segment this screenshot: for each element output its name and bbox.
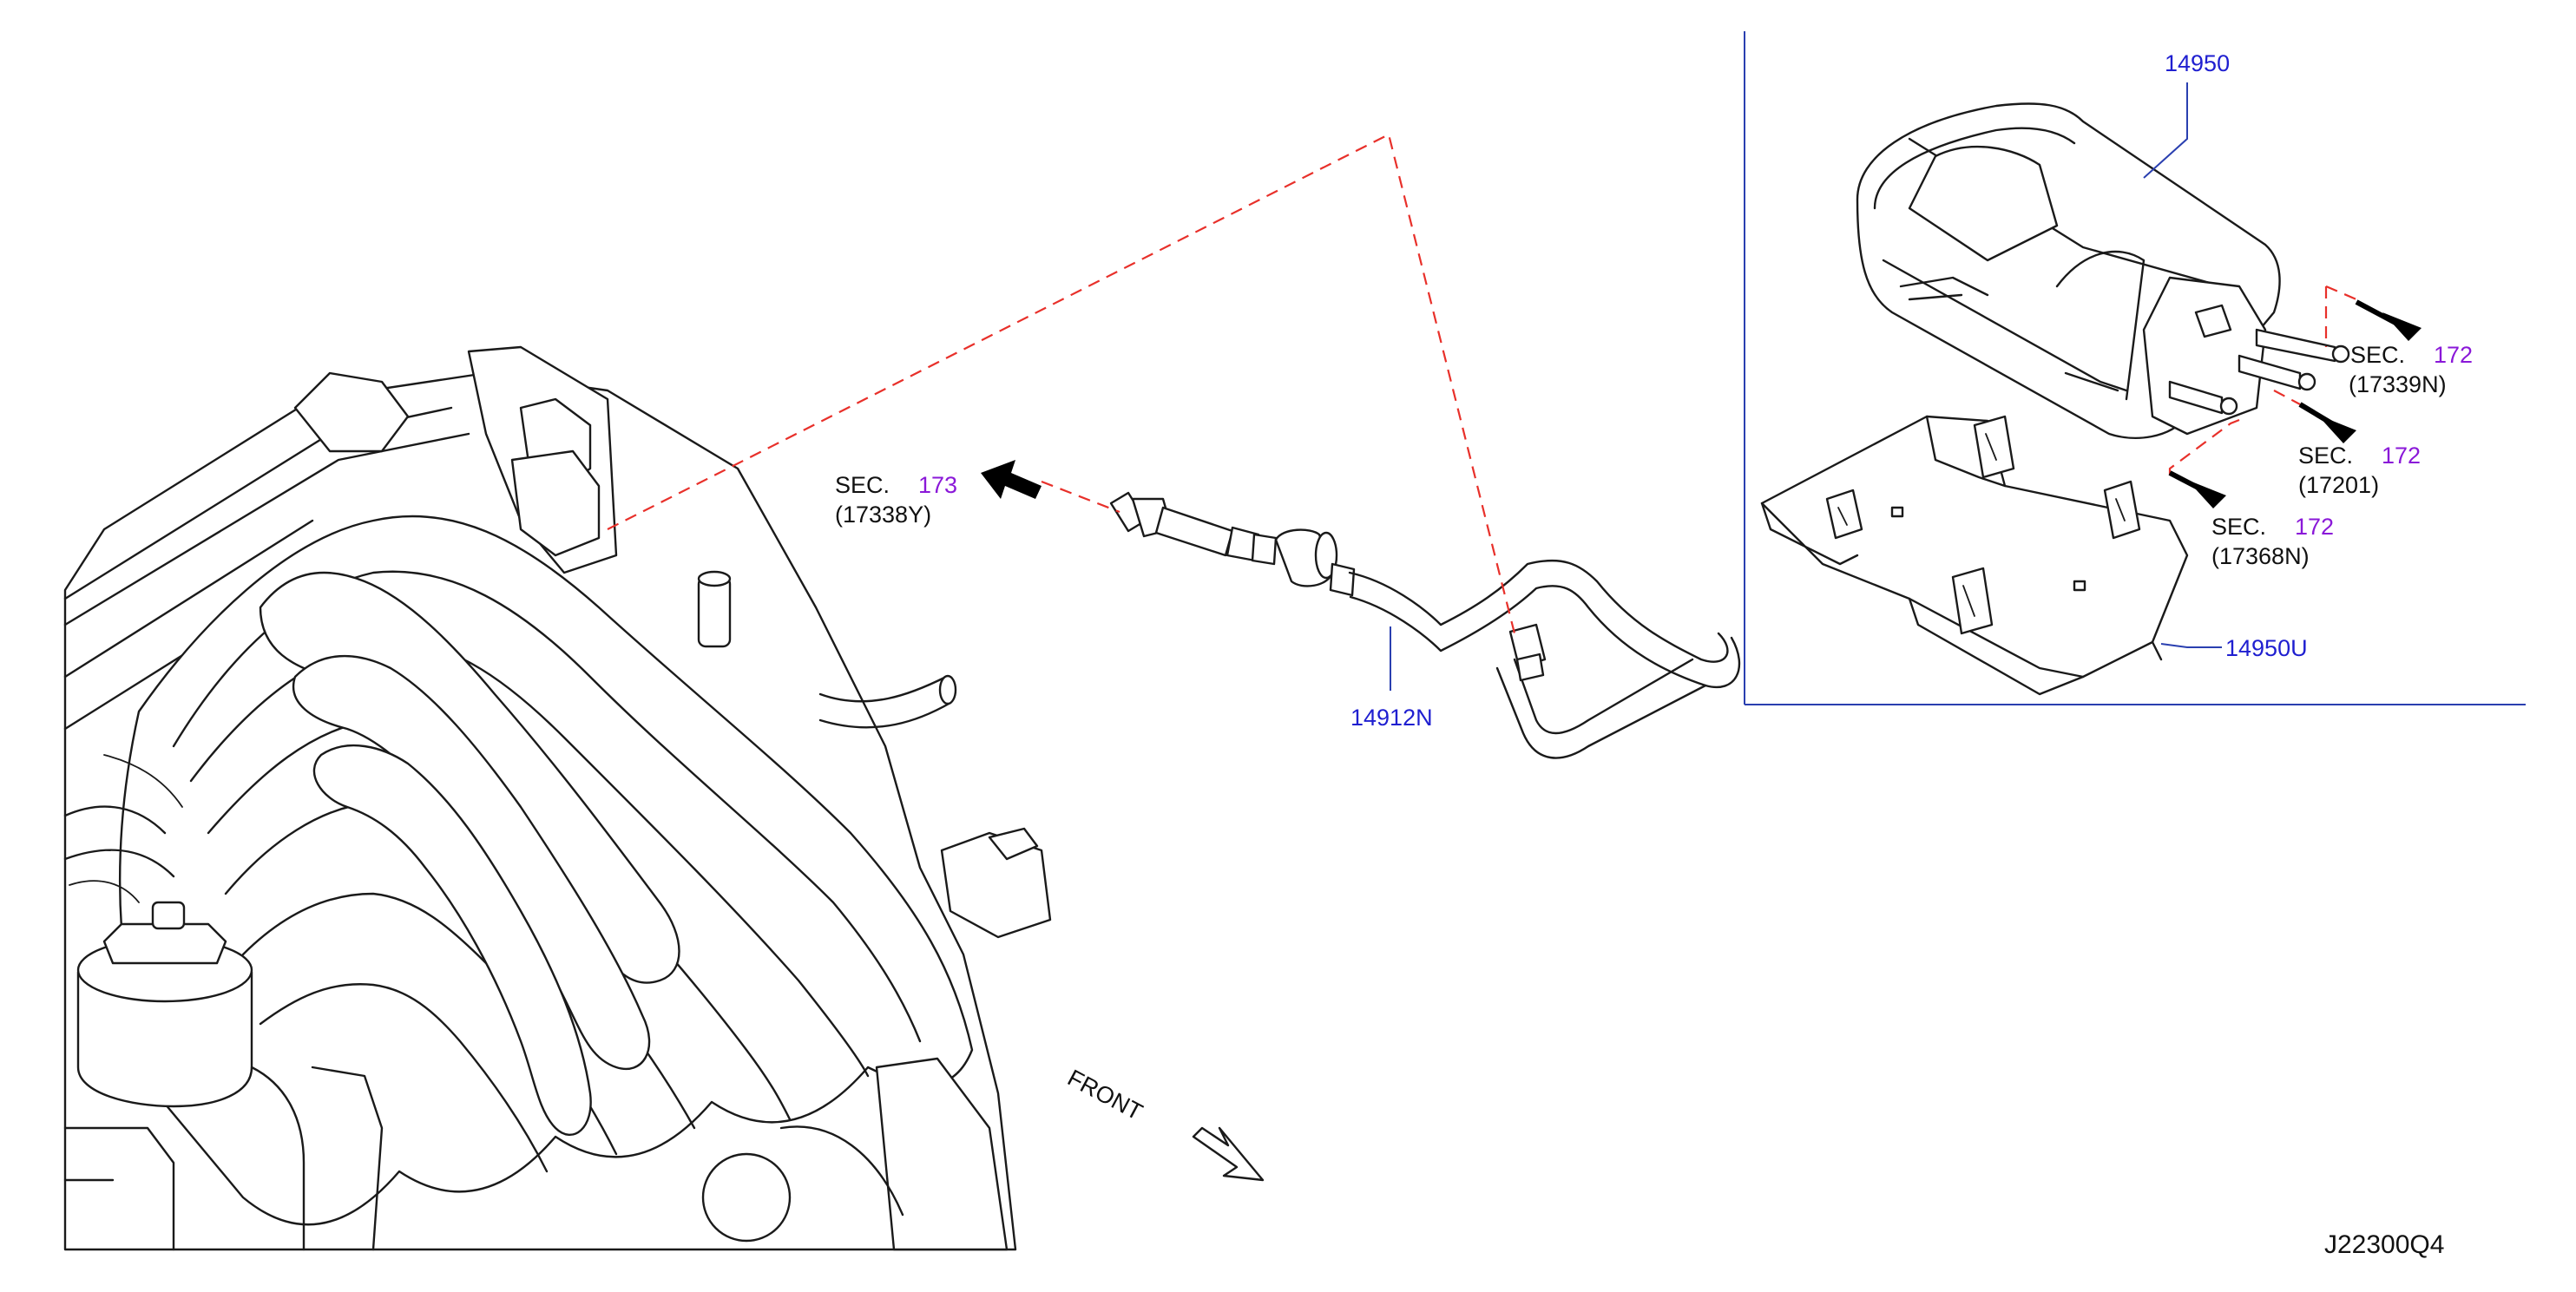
inset-frame bbox=[1744, 31, 2526, 705]
front-label: FRONT bbox=[1063, 1065, 1147, 1125]
sec-number-3[interactable]: 172 bbox=[2382, 443, 2421, 469]
evap-canister-illustration bbox=[1856, 102, 2350, 439]
sec-prefix-2: SEC. bbox=[2350, 342, 2405, 368]
part-number-hose[interactable]: 14912N bbox=[1350, 705, 1433, 731]
section-arrows bbox=[981, 299, 2422, 508]
engine-intake-manifold-illustration bbox=[63, 345, 1052, 1251]
sec-prefix-4: SEC. bbox=[2211, 514, 2266, 540]
part-number-canister[interactable]: 14950 bbox=[2165, 50, 2230, 76]
sec-code-1: (17338Y) bbox=[835, 502, 931, 528]
sec-number-4[interactable]: 172 bbox=[2295, 514, 2334, 540]
sec-number-2[interactable]: 172 bbox=[2434, 342, 2473, 368]
canister-bracket-illustration bbox=[1760, 415, 2189, 696]
sec-prefix-3: SEC. bbox=[2298, 443, 2353, 469]
sec-number-1[interactable]: 173 bbox=[918, 472, 957, 498]
front-direction-arrow bbox=[1192, 1126, 1265, 1182]
sec-prefix-1: SEC. bbox=[835, 472, 890, 498]
sec-code-4: (17368N) bbox=[2211, 543, 2310, 569]
diagram-code: J22300Q4 bbox=[2324, 1230, 2444, 1259]
sec-code-2: (17339N) bbox=[2349, 371, 2447, 397]
leader-lines bbox=[1390, 82, 2222, 691]
sec-code-3: (17201) bbox=[2298, 472, 2379, 498]
part-number-canister-bracket[interactable]: 14950U bbox=[2225, 635, 2308, 661]
evap-hose-illustration bbox=[1109, 491, 1741, 759]
